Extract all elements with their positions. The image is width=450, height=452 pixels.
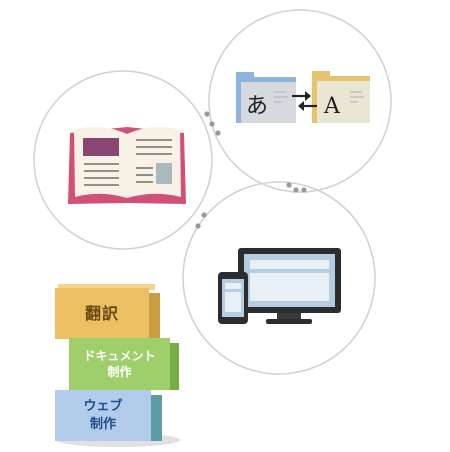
document-label-line2: 制作 — [107, 365, 132, 379]
web-label-line1: ウェブ — [83, 398, 123, 414]
web-box-side — [151, 395, 162, 441]
web-label-line2: 制作 — [89, 416, 116, 432]
book-circle — [33, 70, 213, 250]
translation-folders-icon: あ A — [236, 71, 370, 123]
open-book-icon — [68, 126, 186, 204]
connector-dots — [195, 111, 307, 229]
document-label-line1: ドキュメント — [83, 348, 156, 363]
translation-label: 翻訳 — [84, 303, 119, 323]
devices-icon — [218, 248, 341, 324]
translation-box-side — [149, 293, 160, 339]
document-box-side — [170, 343, 179, 390]
latin-glyph: A — [323, 94, 341, 119]
translation-box: 翻訳 — [55, 288, 149, 339]
document-box: ドキュメント 制作 — [69, 338, 170, 390]
web-box: ウェブ 制作 — [55, 390, 151, 441]
devices-circle — [182, 181, 376, 375]
translation-circle — [208, 9, 392, 193]
translation-box-top — [58, 284, 155, 290]
hiragana-glyph: あ — [246, 94, 268, 119]
swap-arrows-icon — [292, 91, 317, 111]
